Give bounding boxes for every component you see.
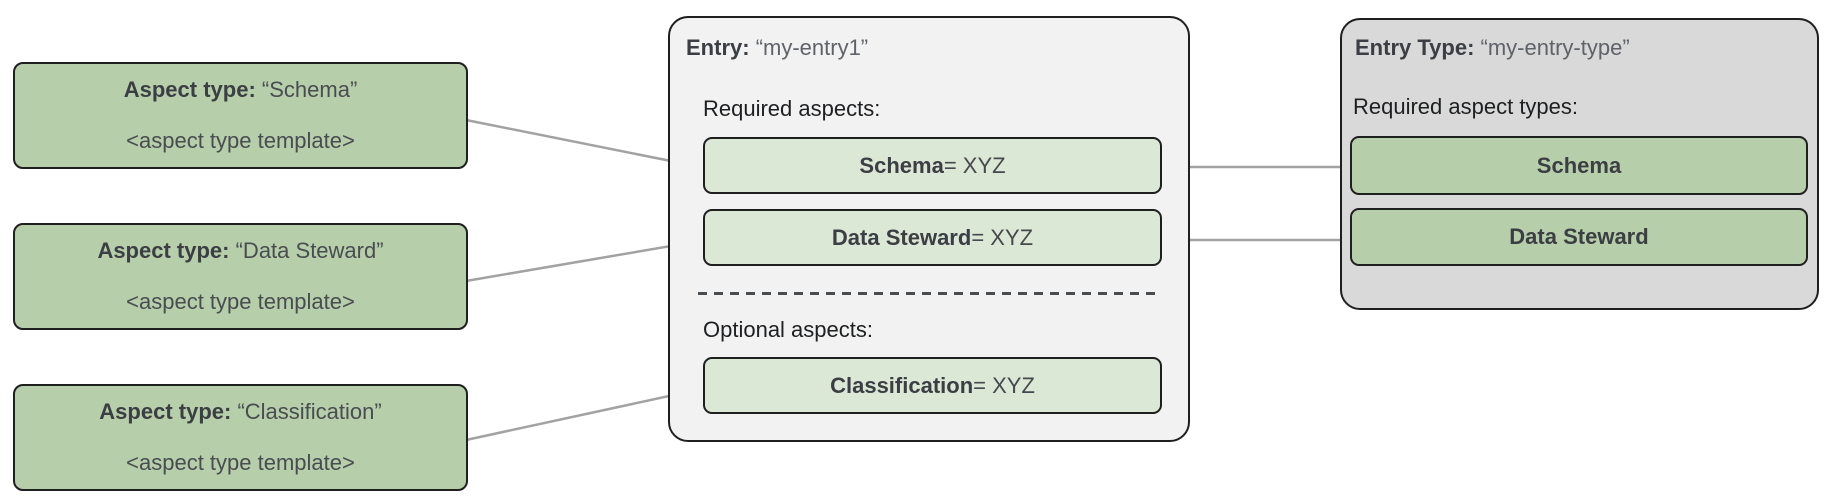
aspect-chip-value: = XYZ [973, 372, 1035, 398]
dashed-divider [698, 292, 1160, 295]
aspect-type-label: Aspect type: [123, 77, 256, 102]
aspect-type-template: <aspect type template> [126, 289, 355, 314]
required-aspect-types-label: Required aspect types: [1353, 94, 1579, 119]
entry-type-name: “my-entry-type” [1480, 35, 1630, 60]
aspect-type-title: Aspect type: “Schema” [124, 76, 358, 104]
entry-type-title: Entry Type: “my-entry-type” [1355, 35, 1630, 61]
aspect-chip-name: Data Steward [831, 224, 972, 250]
entry-panel: Entry: “my-entry1” Required aspects: Sch… [668, 16, 1190, 442]
entry-title: Entry: “my-entry1” [686, 35, 868, 61]
entry-type-panel: Entry Type: “my-entry-type” Required asp… [1340, 18, 1819, 310]
required-aspects-label: Required aspects: [703, 96, 881, 121]
entry-name: “my-entry1” [755, 35, 869, 60]
aspect-chip-value: = XYZ [971, 224, 1034, 250]
aspect-type-label: Aspect type: [99, 399, 232, 424]
aspect-type-label: Aspect type: [97, 238, 230, 263]
aspect-type-chip-name: Schema [1536, 152, 1622, 178]
entry-label: Entry: [686, 35, 750, 60]
aspect-type-template: <aspect type template> [126, 450, 355, 475]
aspect-chip-value: = XYZ [943, 152, 1006, 178]
connector-classification-to-entry [465, 386, 707, 442]
entry-type-label: Entry Type: [1355, 35, 1475, 60]
connector-schema-to-entry [465, 118, 707, 170]
aspect-type-title: Aspect type: “Classification” [99, 398, 381, 426]
connector-data-steward-to-entry [465, 238, 707, 283]
aspect-type-title: Aspect type: “Data Steward” [97, 237, 383, 265]
aspect-type-chip-schema: Schema [1350, 136, 1808, 195]
aspect-chip-schema: Schema = XYZ [703, 137, 1162, 194]
optional-aspects-label: Optional aspects: [703, 317, 873, 342]
aspect-type-name: “Classification” [237, 399, 382, 424]
aspect-type-box-schema: Aspect type: “Schema” <aspect type templ… [13, 62, 468, 169]
aspect-type-box-data-steward: Aspect type: “Data Steward” <aspect type… [13, 223, 468, 330]
aspect-type-box-classification: Aspect type: “Classification” <aspect ty… [13, 384, 468, 491]
aspect-type-template: <aspect type template> [126, 128, 355, 153]
aspect-type-chip-data-steward: Data Steward [1350, 208, 1808, 266]
aspect-chip-data-steward: Data Steward = XYZ [703, 209, 1162, 266]
aspect-chip-name: Classification [830, 372, 974, 398]
aspect-type-chip-name: Data Steward [1509, 224, 1649, 249]
aspect-chip-name: Schema [859, 152, 944, 178]
aspect-type-name: “Data Steward” [235, 238, 384, 263]
aspect-type-name: “Schema” [261, 77, 358, 102]
aspect-chip-classification: Classification = XYZ [703, 357, 1162, 414]
